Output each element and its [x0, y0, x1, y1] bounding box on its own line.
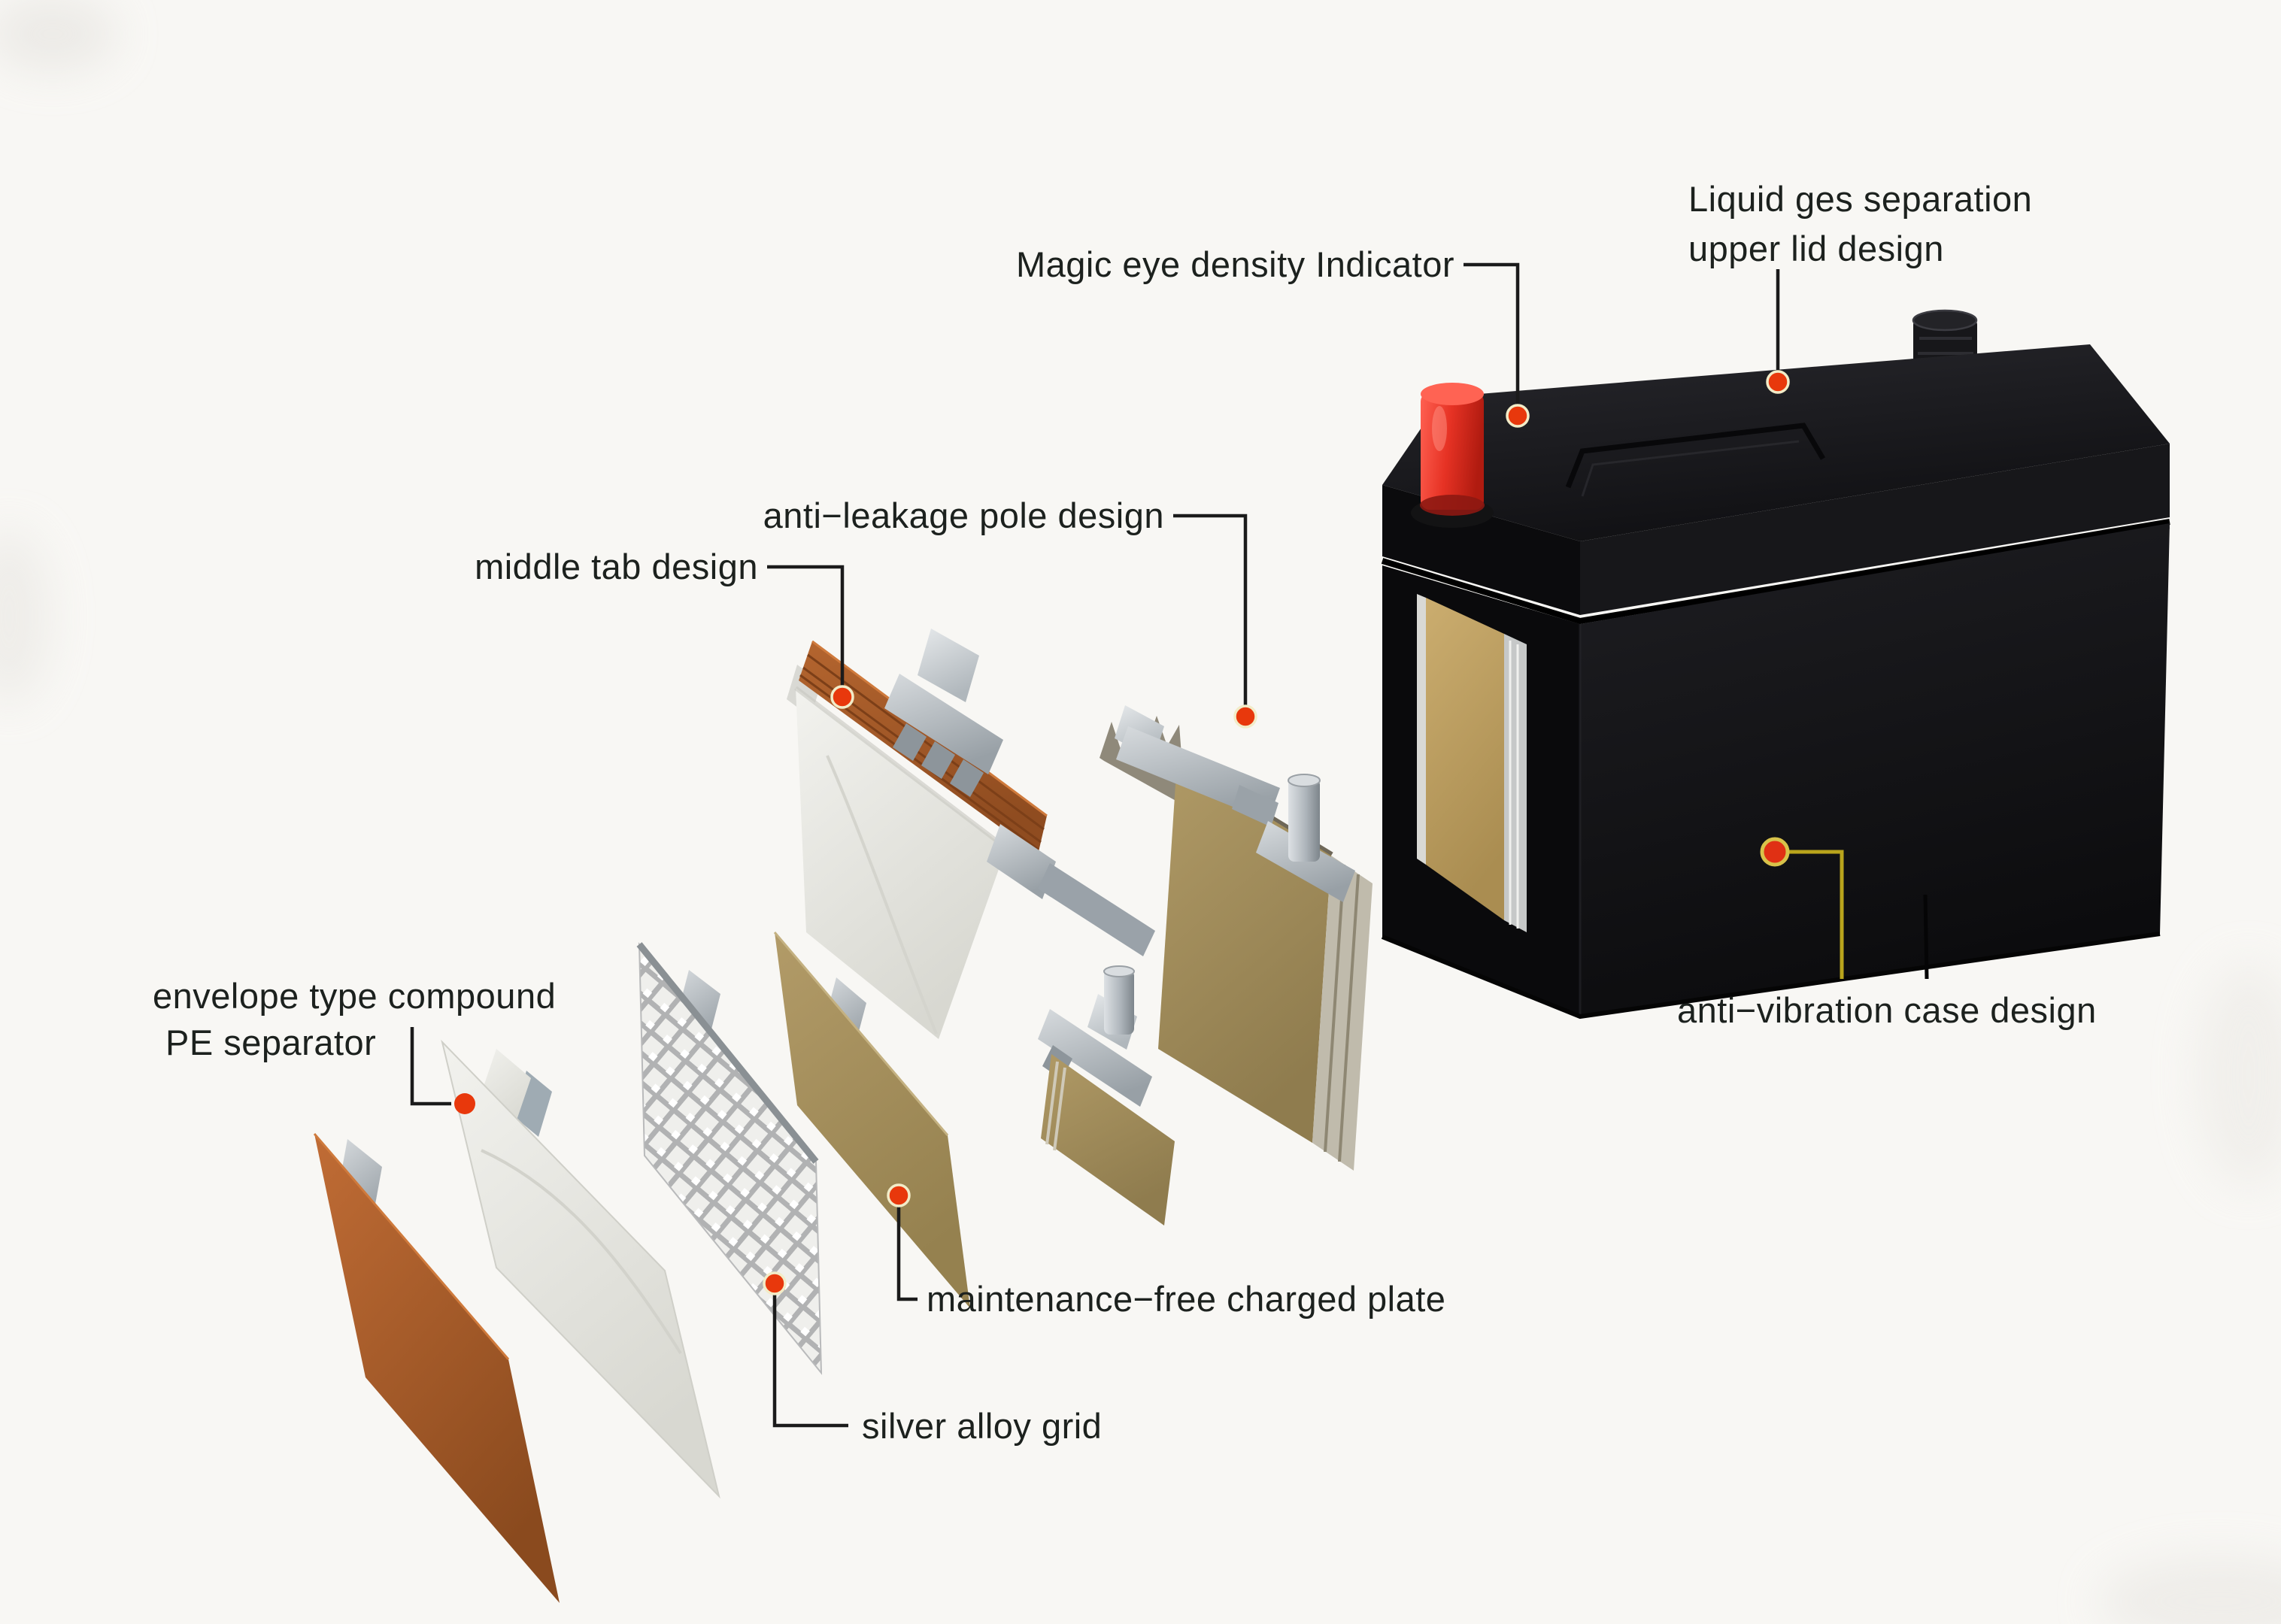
small-stack-pole	[1104, 970, 1134, 1035]
label-liquid-gas-line2: upper lid design	[1688, 229, 1944, 268]
link-bracket	[987, 824, 1056, 899]
middle-tab-leader	[767, 565, 845, 686]
anti-vibration-leader	[1788, 850, 1844, 979]
magic-eye-leader	[1464, 262, 1520, 405]
orange-plate-sheet	[314, 1134, 560, 1603]
stack-layer-lines	[1324, 864, 1360, 1162]
case-side-cell-window	[1417, 594, 1527, 932]
battery-case-front-face	[1580, 523, 2170, 1017]
label-envelope-line1: envelope type compound	[153, 976, 556, 1016]
anti-leakage-leader	[1173, 514, 1248, 706]
separator-sheet	[441, 1039, 720, 1499]
terminal-highlight	[1432, 406, 1447, 451]
middle-tab-dot	[830, 685, 854, 709]
plate-top-highlight	[773, 932, 949, 1136]
cell-stack-window	[1426, 598, 1504, 920]
annotation-leaders	[410, 262, 1844, 1428]
orange-electrode-plate	[313, 1133, 560, 1603]
lid-handle-groove	[1565, 423, 1826, 489]
positive-terminal-body	[1421, 392, 1484, 510]
case-bottom-edge	[1381, 932, 2161, 1020]
connector-flag	[918, 629, 979, 702]
link-bar	[1038, 863, 1155, 956]
lid-handle-highlight	[1581, 440, 1800, 497]
maintenance-leader	[896, 1206, 918, 1301]
battery-assembly	[1381, 309, 2170, 1020]
anti-leakage-dot	[1233, 704, 1257, 729]
connector-bar	[884, 674, 1003, 774]
maintenance-dot	[887, 1183, 911, 1207]
separator-crease	[481, 1149, 682, 1355]
maintenance-free-plate	[773, 932, 970, 1308]
liquid-gas-dot	[1766, 370, 1790, 394]
middle-tab-cell-group	[787, 629, 1155, 1039]
case-front-notch	[1923, 894, 1929, 980]
label-middle-tab: middle tab design	[475, 547, 758, 586]
label-silver-alloy: silver alloy grid	[862, 1406, 1102, 1446]
annotation-labels: Magic eye density Indicator Liquid ges s…	[153, 179, 2097, 1446]
negative-terminal-top	[1912, 309, 1978, 332]
small-charged-plate-stack	[1041, 1054, 1175, 1226]
bracket-step	[1232, 785, 1279, 827]
anti-leakage-pole	[1288, 779, 1320, 862]
silver-alloy-leader	[772, 1295, 848, 1428]
envelope-crease	[826, 755, 938, 1035]
connector-prongs	[893, 723, 984, 797]
small-pole-top	[1103, 965, 1135, 977]
wrap-layer-lines	[1509, 641, 1519, 929]
label-liquid-gas-line1: Liquid ges separation	[1688, 179, 2032, 219]
stack-layer-side	[1312, 856, 1373, 1171]
small-stack-bracket-bar	[1038, 1009, 1152, 1107]
envelope-dot	[454, 1093, 475, 1114]
small-stack-layer-lines	[1045, 1061, 1066, 1151]
charged-plate	[775, 932, 970, 1308]
charged-plate-stack-group	[1038, 705, 1373, 1226]
positive-terminal-top	[1421, 383, 1484, 405]
positive-terminal-ring	[1420, 495, 1485, 516]
label-anti-leakage: anti−leakage pole design	[763, 495, 1164, 535]
envelope-top-shadow	[794, 686, 1008, 850]
pole-top	[1288, 774, 1321, 787]
grid-frame-edge	[636, 942, 819, 1164]
envelope-leader	[410, 1027, 451, 1106]
silver-alloy-dot	[763, 1271, 787, 1295]
positive-terminal	[1411, 383, 1494, 528]
battery-lid-front-face	[1580, 444, 2170, 615]
label-maintenance-free: maintenance−free charged plate	[927, 1279, 1445, 1319]
anti-vibration-dot	[1760, 837, 1790, 867]
cell-wrap-edge-left	[1417, 594, 1426, 865]
envelope-front-sheet	[796, 688, 1006, 1039]
cell-wrap-edge-right	[1504, 634, 1527, 932]
orange-plate-highlight	[313, 1133, 510, 1360]
magic-eye-dot	[1506, 404, 1530, 428]
silver-alloy-grid-plate	[636, 942, 823, 1375]
label-anti-vibration: anti−vibration case design	[1677, 990, 2097, 1030]
pe-separator-plate	[441, 1039, 720, 1499]
label-envelope-line2: PE separator	[165, 1023, 376, 1062]
lid-case-seam	[1381, 519, 2170, 625]
label-magic-eye: Magic eye density Indicator	[1016, 244, 1454, 284]
middle-tab-connector	[884, 629, 1003, 797]
